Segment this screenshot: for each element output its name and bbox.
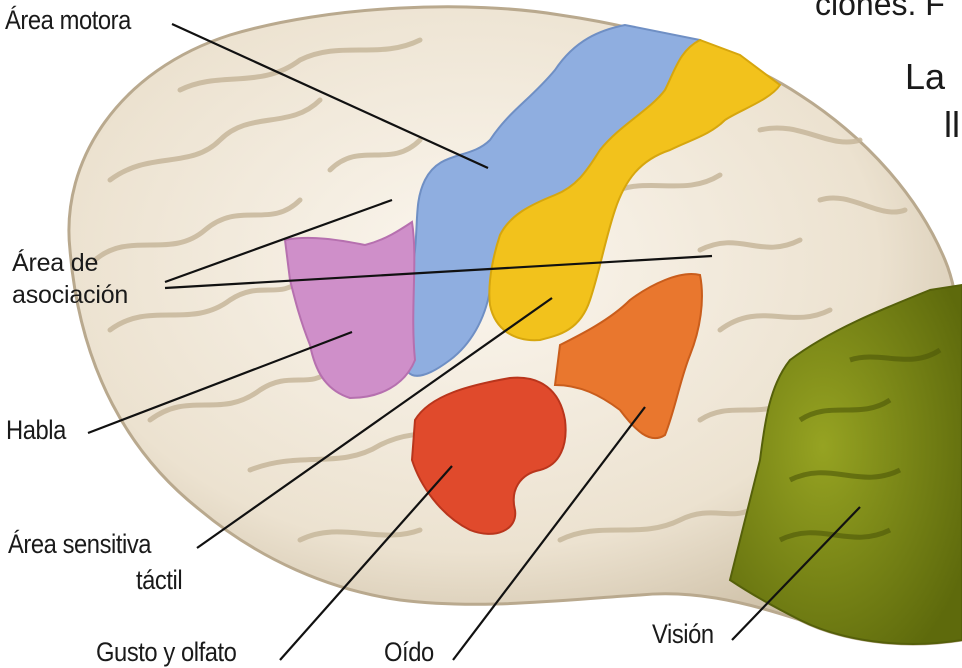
page-fragment-ll: ll [944, 104, 960, 146]
label-area-asociacion-line1: Área de [12, 250, 98, 276]
label-vision: Visión [652, 620, 714, 648]
page-fragment-la: La [905, 56, 945, 98]
label-oido: Oído [384, 638, 434, 666]
label-gusto-olfato: Gusto y olfato [96, 638, 236, 666]
label-area-sensitiva-line1: Área sensitiva [8, 530, 151, 558]
page-fragment-top: ciones. F [815, 0, 945, 23]
label-area-motora: Área motora [5, 6, 131, 34]
label-area-sensitiva-line2: táctil [136, 566, 182, 594]
label-area-asociacion-line2: asociación [12, 282, 128, 308]
label-habla: Habla [6, 416, 66, 444]
